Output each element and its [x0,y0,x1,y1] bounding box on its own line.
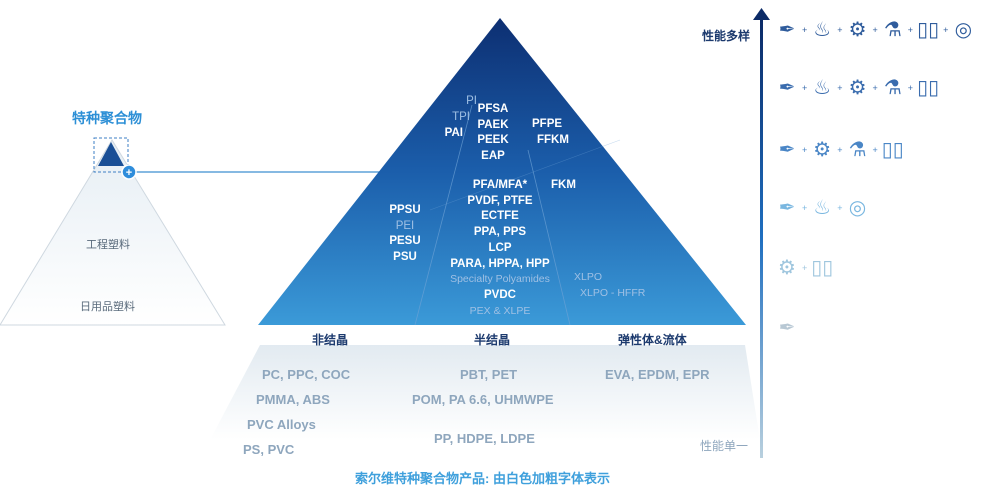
icon-row: ✒+♨+⚙+⚗+▯▯+◎ [776,20,974,40]
commodity-label: POM, PA 6.6, UHMWPE [412,392,554,407]
polymer-label: PEEK [477,134,509,146]
thermometer-icon: ▯▯ [881,139,904,161]
polymer-label: LCP [488,241,512,254]
feather-icon: ✒ [778,139,796,161]
performance-axis [760,18,763,458]
bottom-band [210,345,760,440]
polymer-label: PFSA [477,103,509,115]
expand-icon [121,164,137,180]
polymer-label: XLPO - HFFR [580,287,646,299]
plus-separator: + [837,202,843,213]
feather-icon: ✒ [778,19,796,41]
small-pyramid-level: 日用品塑料 [80,301,135,313]
small-pyramid-title: 特种聚合物 [72,110,142,126]
small-pyramid-level: 工程塑料 [86,239,130,251]
polymer-label: PFA/MFA* [472,179,528,191]
polymer-label: FFKM [537,133,569,146]
plus-separator: + [872,24,878,35]
polymer-label: PAI [444,127,463,139]
weather-flask-icon: ⚗ [848,139,867,161]
weather-flask-icon: ⚗ [883,19,902,41]
caption: 索尔维特种聚合物产品: 由白色加粗字体表示 [355,471,610,486]
icon-row: ✒+♨+⚙+⚗+▯▯ [776,78,939,98]
commodity-label: PBT, PET [460,367,518,382]
polymer-label: TPI [452,111,470,123]
weather-flask-icon: ⚗ [883,77,902,99]
thermometer-icon: ▯▯ [917,19,940,41]
gears-icon: ⚙ [778,257,796,279]
plus-separator: + [943,24,949,35]
main-pyramid [258,18,746,325]
plus-separator: + [907,24,914,35]
plus-separator: + [872,82,878,93]
polymer-label: PESU [389,235,421,247]
plus-separator: + [802,202,808,213]
polymer-label: PVDF, PTFE [467,194,533,207]
gears-icon: ⚙ [813,139,832,161]
commodity-label: PVC Alloys [247,417,316,432]
polymer-label: PVDC [484,288,516,301]
icon-row: ⚙ +▯▯ [776,258,833,278]
plus-separator: + [837,24,843,35]
icon-row: ✒ [776,318,798,338]
plus-separator: + [872,144,878,155]
polymer-label: PPSU [389,204,421,216]
column-header-amorphous: 非结晶 [312,333,349,347]
polymer-label: PAEK [477,118,509,131]
svg-text:+: + [126,167,132,179]
polymer-label: Specialty Polyamides [450,273,550,286]
polymer-label: PEI [395,219,415,232]
plus-separator: + [802,144,808,155]
flame-match-icon: ♨ [813,197,832,219]
plus-separator: + [837,144,843,155]
thermometer-icon: ▯▯ [917,77,940,99]
feather-icon: ✒ [778,197,796,219]
axis-top-label: 性能多样 [702,29,751,43]
arrow-head-icon [753,8,770,20]
commodity-label: PMMA, ABS [256,392,330,407]
plus-separator: + [802,262,808,273]
polymer-label: PI [466,95,477,107]
polymer-label: PARA, HPPA, HPP [450,257,550,270]
polymer-label: FKM [551,179,576,191]
commodity-label: PC, PPC, COC [262,367,351,382]
polymer-label: XLPO [574,271,603,283]
polymer-label: EAP [481,149,505,162]
column-header-semicrystalline: 半结晶 [474,333,511,347]
plus-separator: + [907,82,914,93]
polymer-label: PPA, PPS [473,226,527,239]
gears-icon: ⚙ [848,19,867,41]
flame-match-icon: ♨ [813,19,832,41]
zoom-box [93,137,129,173]
feather-icon: ✒ [778,77,796,99]
polymer-label: PSU [393,250,417,263]
commodity-label: EVA, EPDM, EPR [605,367,710,382]
icon-row: ✒+⚙+⚗+▯▯ [776,140,904,160]
polymer-label: PFPE [532,118,563,130]
fingerprint-icon: ◎ [954,19,973,41]
gears-icon: ⚙ [848,77,867,99]
axis-bottom-label: 性能单一 [700,439,749,453]
small-pyramid [0,139,226,326]
thermometer-icon: ▯▯ [811,257,834,279]
flame-match-icon: ♨ [813,77,832,99]
plus-separator: + [802,82,808,93]
feather-icon: ✒ [778,317,796,339]
column-header-elastomers: 弹性体&流体 [618,333,687,347]
polymer-label: ECTFE [481,210,519,223]
icon-row: ✒ + ♨ + ◎ [776,198,869,218]
polymer-label: PEX & XLPE [469,304,531,317]
fingerprint-icon: ◎ [848,197,867,219]
commodity-label: PS, PVC [243,442,295,457]
plus-separator: + [802,24,808,35]
commodity-label: PP, HDPE, LDPE [434,431,535,446]
plus-separator: + [837,82,843,93]
